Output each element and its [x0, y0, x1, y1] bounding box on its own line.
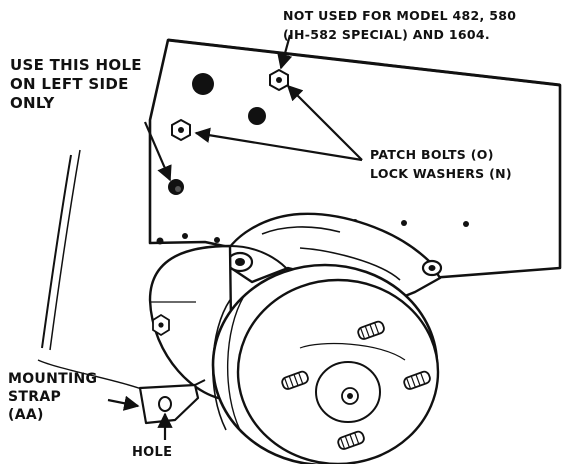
- left-hole-note: USE THIS HOLE ON LEFT SIDE ONLY: [10, 56, 142, 113]
- left-hole-note-line1: USE THIS HOLE: [10, 56, 142, 74]
- arrow-left-hole: [143, 121, 172, 182]
- mounting-strap-line3: (AA): [8, 407, 44, 423]
- arrow-patch-top: [286, 84, 363, 161]
- patch-bolts-line1: PATCH BOLTS (O): [370, 147, 494, 162]
- hole-label-text: HOLE: [132, 445, 173, 460]
- patch-bolts-label: PATCH BOLTS (O) LOCK WASHERS (N): [370, 145, 512, 183]
- wheel-hub: [211, 263, 440, 464]
- patch-bolt-top: [269, 68, 289, 92]
- mounting-strap-line1: MOUNTING: [8, 371, 98, 387]
- mounting-strap: [138, 379, 206, 425]
- plate-hole-large: [192, 73, 214, 95]
- patch-bolt-middle: [171, 118, 191, 142]
- left-hole-note-line2: ON LEFT SIDE: [10, 75, 129, 93]
- not-used-note: NOT USED FOR MODEL 482, 580 (IH-582 SPEC…: [283, 6, 516, 44]
- mounting-strap-line2: STRAP: [8, 389, 62, 405]
- not-used-note-line2: (IH-582 SPECIAL) AND 1604.: [283, 27, 490, 42]
- mounting-strap-label: MOUNTING STRAP (AA): [8, 370, 97, 424]
- leader-arrows: [107, 34, 363, 440]
- arrow-patch-middle: [194, 127, 363, 162]
- wheel-studs: [281, 320, 431, 450]
- arrow-not-used: [277, 34, 293, 70]
- not-used-note-line1: NOT USED FOR MODEL 482, 580: [283, 8, 517, 23]
- hole-label: HOLE: [132, 444, 172, 461]
- arrow-strap: [107, 395, 140, 411]
- plate-hole-medium: [248, 107, 266, 125]
- left-hole-note-line3: ONLY: [10, 94, 55, 112]
- mounting-bracket: [220, 212, 443, 302]
- patch-bolts-line2: LOCK WASHERS (N): [370, 166, 512, 181]
- frame-edge-lines: [37, 149, 151, 393]
